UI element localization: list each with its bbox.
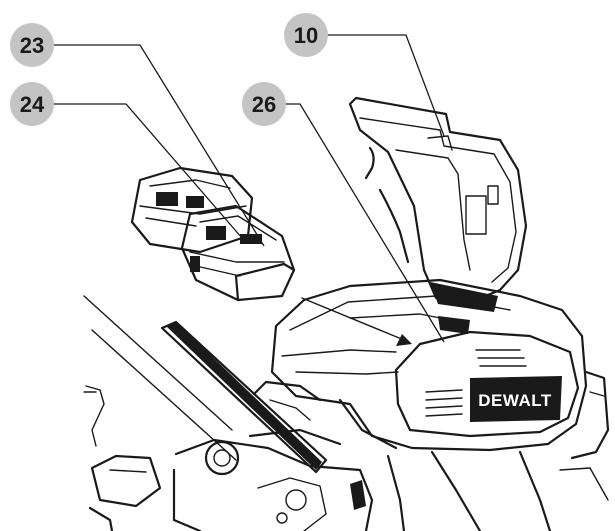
callout-24-label: 24 (20, 92, 45, 117)
callout-24: 24 (10, 82, 54, 126)
battery-packs (130, 166, 296, 302)
saw-frame (83, 295, 610, 531)
insertion-arrow (301, 297, 412, 346)
callout-10-label: 10 (294, 23, 318, 48)
callout-23: 23 (10, 23, 54, 67)
callout-10: 10 (284, 13, 328, 57)
callout-26-label: 26 (252, 92, 276, 117)
battery-compartment (270, 96, 588, 452)
leader-lines (50, 34, 445, 343)
callout-23-label: 23 (20, 33, 44, 58)
callout-26: 26 (242, 82, 286, 126)
brand-logo-text: DEWALT (478, 391, 552, 410)
